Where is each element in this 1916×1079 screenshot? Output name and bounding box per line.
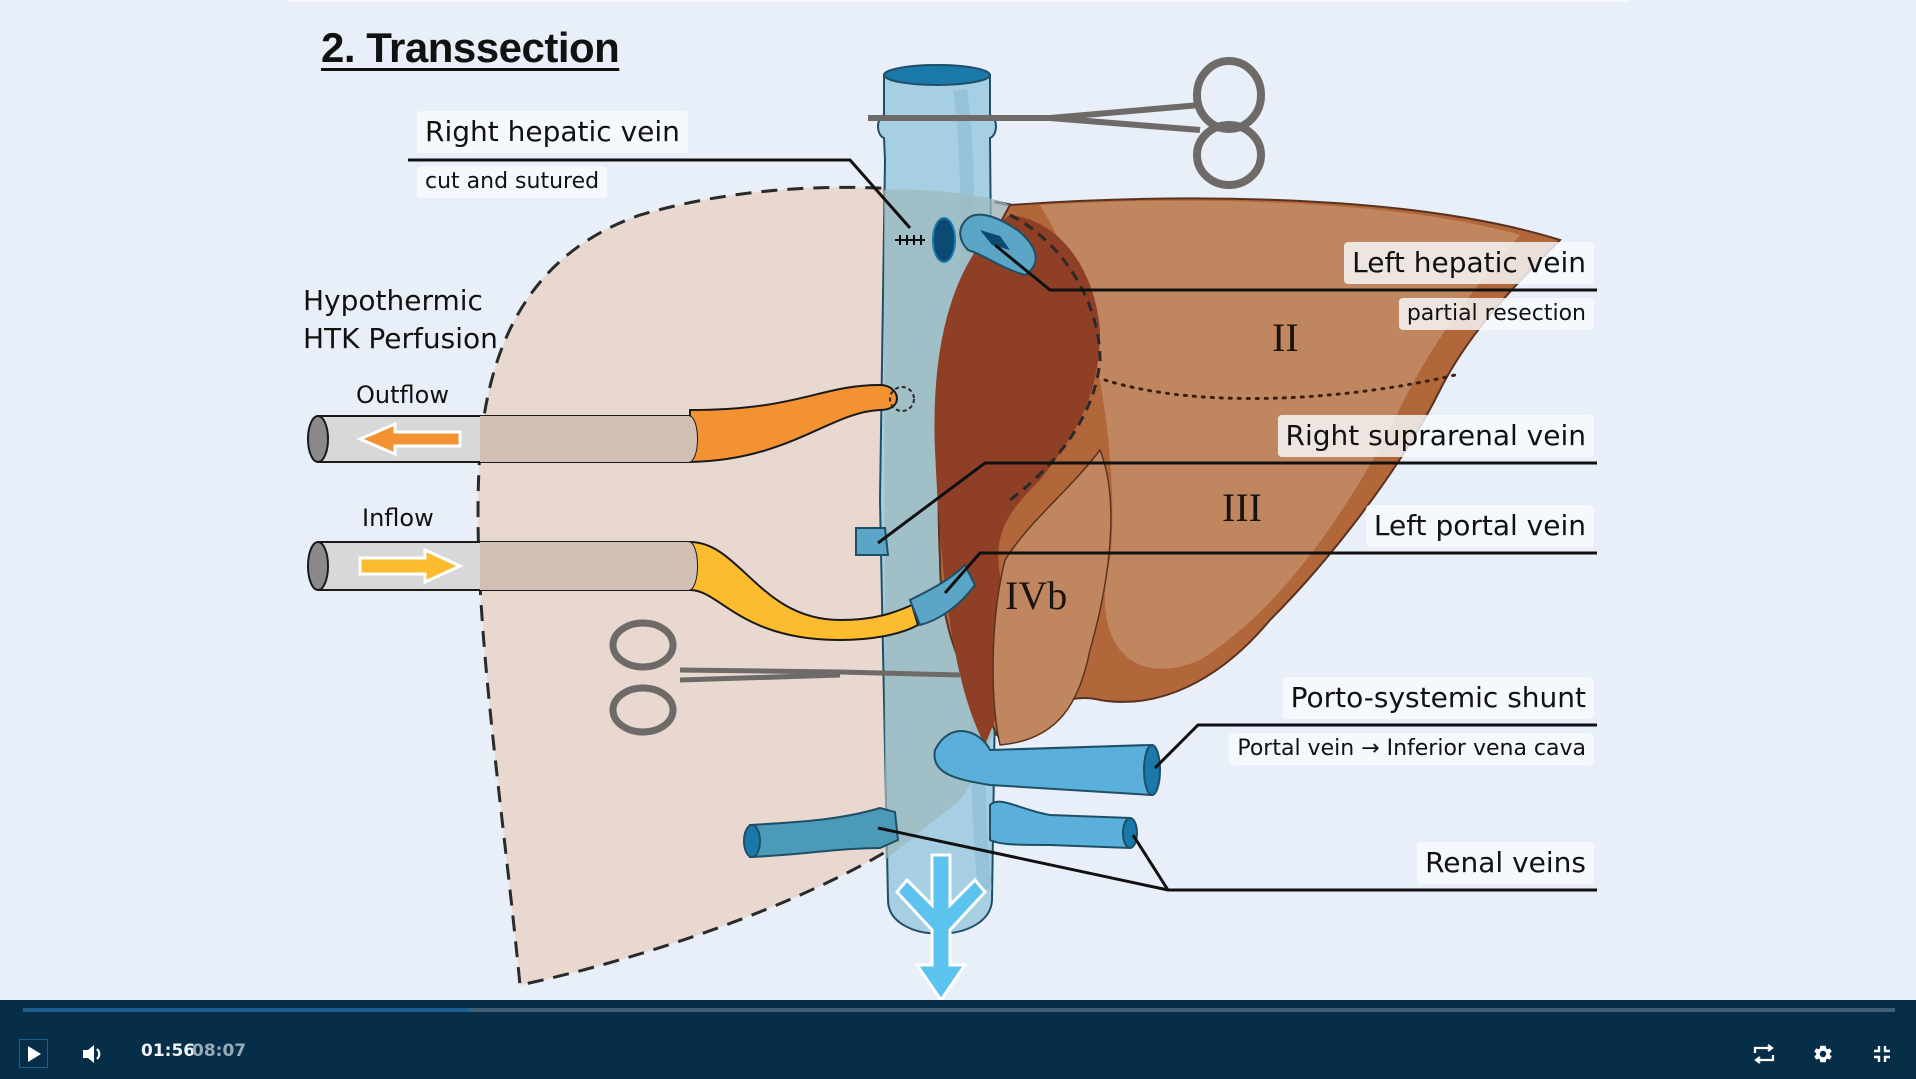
right-suprarenal-vein xyxy=(855,527,890,556)
renal-vein-left xyxy=(749,806,900,859)
label-left-hepatic-vein: Left hepatic vein xyxy=(1344,242,1594,284)
renal-vein-right xyxy=(989,800,1131,850)
caval-flow-arrow-icon xyxy=(895,853,987,1000)
perfusion-heading: Hypothermic HTK Perfusion xyxy=(303,282,498,358)
loop-button[interactable] xyxy=(1750,1040,1778,1068)
volume-button[interactable] xyxy=(80,1041,106,1067)
volume-icon xyxy=(83,1045,101,1063)
label-renal-veins: Renal veins xyxy=(1417,842,1594,884)
label-right-suprarenal-vein: Right suprarenal vein xyxy=(1277,415,1594,457)
inflow-label: Inflow xyxy=(362,504,434,532)
inflow-cannula xyxy=(307,540,920,642)
leader-lines xyxy=(408,158,1597,892)
label-left-portal-vein: Left portal vein xyxy=(1365,505,1594,547)
video-stage[interactable]: 2. Transsection Hypothermic HTK Perfusio… xyxy=(0,0,1916,1000)
outflow-cannula xyxy=(307,383,915,464)
slide-border xyxy=(287,0,1630,2)
outflow-label: Outflow xyxy=(356,381,449,409)
inflow-arrow-icon xyxy=(358,547,464,585)
anatomy-diagram xyxy=(307,57,1597,1000)
liver-dark-segment xyxy=(934,215,1100,745)
lower-vascular-clamp xyxy=(609,619,961,736)
right-hepatic-vein-stump xyxy=(932,217,956,263)
perfusion-heading-line1: Hypothermic xyxy=(303,284,483,317)
leader-renal-veins xyxy=(877,826,1597,892)
leader-right-suprarenal-vein xyxy=(877,461,1597,545)
progress-played xyxy=(23,1008,469,1012)
top-vascular-clamp xyxy=(868,57,1265,189)
note-right-hepatic-vein: cut and sutured xyxy=(417,166,608,198)
label-porto-systemic-shunt: Porto-systemic shunt xyxy=(1282,677,1594,719)
play-icon xyxy=(27,1045,41,1062)
current-time: 01:56 xyxy=(141,1041,196,1061)
note-porto-systemic-shunt: Portal vein → Inferior vena cava xyxy=(1229,733,1594,765)
note-left-hepatic-vein: partial resection xyxy=(1398,298,1594,330)
slide-title: 2. Transsection xyxy=(321,24,620,71)
segment-label-III: III xyxy=(1222,485,1262,530)
leader-right-hepatic-vein xyxy=(408,158,912,229)
segment-IVb xyxy=(992,448,1112,746)
left-portal-vein xyxy=(908,563,977,627)
settings-button[interactable] xyxy=(1809,1040,1837,1068)
exit-fullscreen-button[interactable] xyxy=(1869,1041,1895,1067)
total-duration: 08:07 xyxy=(192,1041,247,1061)
leader-left-portal-vein xyxy=(943,551,1597,594)
video-control-bar: 01:56 08:07 xyxy=(0,1000,1916,1079)
play-button[interactable] xyxy=(19,1039,48,1068)
leader-porto-systemic-shunt xyxy=(1153,723,1597,770)
progress-bar[interactable] xyxy=(23,1008,1895,1012)
outflow-arrow-icon xyxy=(356,421,462,457)
leader-left-hepatic-vein xyxy=(994,243,1597,292)
perfusion-heading-line2: HTK Perfusion xyxy=(303,322,498,355)
loop-icon xyxy=(1753,1044,1775,1064)
gear-icon xyxy=(1814,1045,1832,1063)
segment-label-IVb: IVb xyxy=(1005,573,1068,618)
exit-fullscreen-icon xyxy=(1874,1046,1890,1062)
label-right-hepatic-vein: Right hepatic vein xyxy=(417,111,688,153)
segment-label-II: II xyxy=(1272,315,1299,360)
